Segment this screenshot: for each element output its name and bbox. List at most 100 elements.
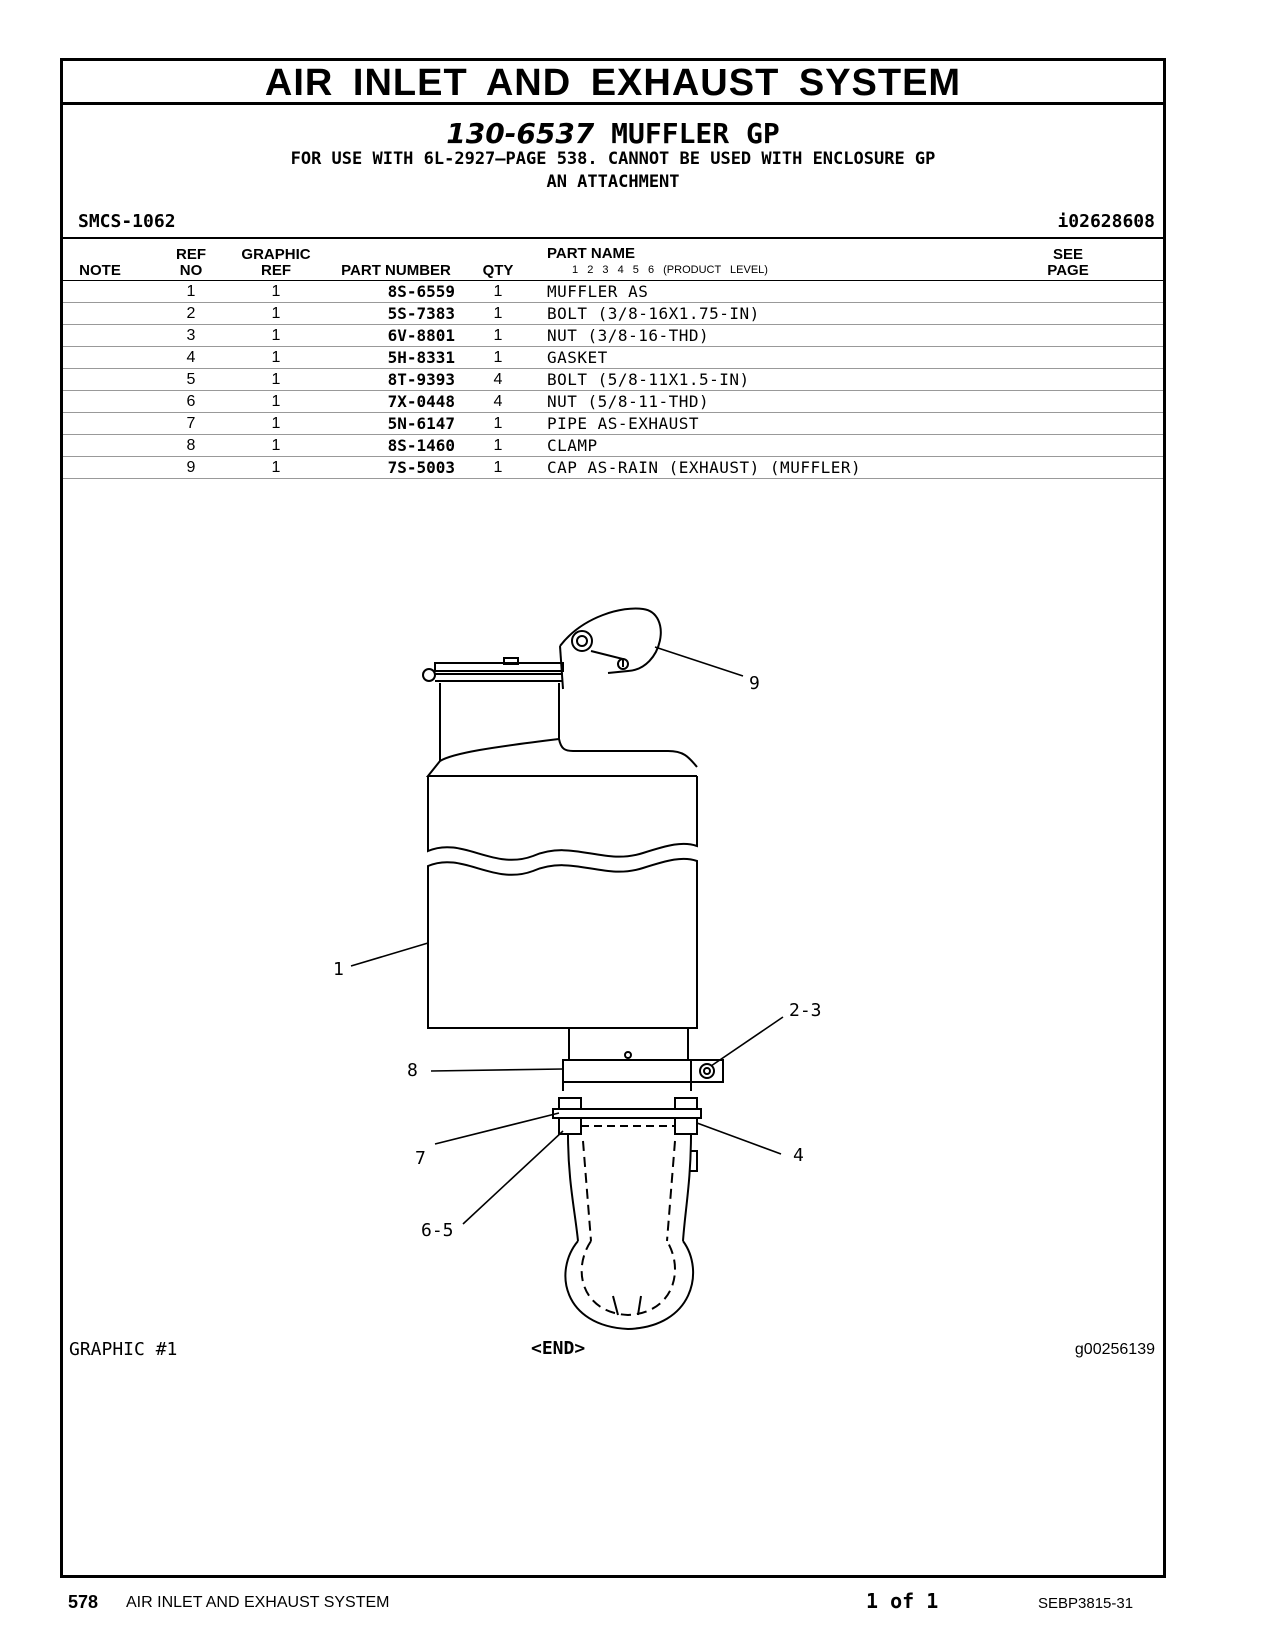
header-qty: QTY	[482, 262, 514, 279]
group-part-number: 130-6537	[446, 117, 595, 150]
row-part-number: 5S-7383	[387, 304, 455, 323]
row-graphic-ref: 1	[271, 371, 281, 388]
row-qty: 1	[493, 437, 503, 454]
info-id: i02628608	[1057, 211, 1155, 232]
header-ref-no-line2: NO	[179, 262, 203, 279]
product-level-4: 4	[617, 264, 624, 276]
row-qty: 1	[493, 349, 503, 366]
row-graphic-ref: 1	[271, 283, 281, 300]
row-graphic-ref: 1	[271, 349, 281, 366]
row-qty: 1	[493, 283, 503, 300]
product-level-label: (PRODUCT LEVEL)	[663, 264, 768, 276]
row-ref-no: 8	[186, 437, 196, 454]
callout-9: 9	[749, 673, 760, 694]
header-part-name: PART NAME	[547, 245, 636, 262]
row-part-number: 8S-1460	[387, 436, 455, 455]
callout-8: 8	[407, 1060, 418, 1081]
row-ref-no: 6	[186, 393, 196, 410]
row-graphic-ref: 1	[271, 459, 281, 476]
header-see-page-line2: PAGE	[1047, 262, 1089, 279]
product-level-6: 6	[647, 264, 655, 276]
header-part-number: PART NUMBER	[341, 262, 451, 279]
group-name: MUFFLER GP	[611, 117, 780, 150]
row-part-number: 7X-0448	[387, 392, 455, 411]
row-graphic-ref: 1	[271, 437, 281, 454]
clamp-drawing	[562, 1059, 724, 1091]
muffler-neck-drawing	[425, 683, 698, 777]
table-row: 8 1 8S-1460 1 CLAMP	[63, 435, 1163, 457]
row-part-name: GASKET	[547, 348, 608, 367]
header-graphic-ref-line1: GRAPHIC	[241, 246, 311, 263]
row-graphic-ref: 1	[271, 305, 281, 322]
row-ref-no: 2	[186, 305, 196, 322]
smcs-code: SMCS-1062	[78, 211, 176, 232]
row-graphic-ref: 1	[271, 327, 281, 344]
row-graphic-ref: 1	[271, 415, 281, 432]
end-marker: <END>	[531, 1338, 586, 1359]
doc-id: SEBP3815-31	[1038, 1595, 1134, 1612]
leader-lines	[350, 646, 784, 1225]
row-part-name: NUT (3/8-16-THD)	[547, 326, 710, 345]
row-part-number: 6V-8801	[387, 326, 455, 345]
flange-drawing	[552, 1097, 702, 1135]
row-ref-no: 4	[186, 349, 196, 366]
header-see-page: SEE PAGE	[1033, 247, 1103, 279]
table-row: 4 1 5H-8331 1 GASKET	[63, 347, 1163, 369]
row-qty: 4	[493, 371, 503, 388]
row-ref-no: 7	[186, 415, 196, 432]
header-ref-no: REF NO	[163, 247, 219, 279]
muffler-outlet-drawing	[568, 1028, 689, 1061]
muffler-body-drawing	[427, 776, 698, 1029]
page-of: 1 of 1	[866, 1589, 939, 1613]
section-title: AIR INLET AND EXHAUST SYSTEM	[63, 61, 1163, 105]
row-part-name: CAP AS-RAIN (EXHAUST) (MUFFLER)	[547, 458, 862, 477]
row-part-name: BOLT (5/8-11X1.5-IN)	[547, 370, 750, 389]
product-level-1: 1	[572, 264, 579, 276]
header-see-page-line1: SEE	[1052, 246, 1083, 263]
row-qty: 1	[493, 459, 503, 476]
header-rule	[63, 280, 1163, 281]
product-level-5: 5	[632, 264, 639, 276]
row-ref-no: 3	[186, 327, 196, 344]
table-top-rule	[63, 237, 1163, 239]
row-part-number: 5H-8331	[387, 348, 455, 367]
product-level-3: 3	[602, 264, 609, 276]
row-part-number: 8S-6559	[387, 282, 455, 301]
row-qty: 1	[493, 327, 503, 344]
rain-cap-drawing	[422, 607, 662, 690]
row-part-number: 8T-9393	[387, 370, 455, 389]
row-part-number: 7S-5003	[387, 458, 455, 477]
table-row: 2 1 5S-7383 1 BOLT (3/8-16X1.75-IN)	[63, 303, 1163, 325]
product-level-2: 2	[587, 264, 594, 276]
header-graphic-ref: GRAPHIC REF	[226, 247, 326, 279]
callout-2-3: 2-3	[789, 1000, 822, 1021]
graphic-label: GRAPHIC #1	[69, 1339, 178, 1360]
callout-7: 7	[415, 1148, 426, 1169]
group-note-line-1: FOR USE WITH 6L-2927—PAGE 538. CANNOT BE…	[290, 149, 936, 169]
table-row: 9 1 7S-5003 1 CAP AS-RAIN (EXHAUST) (MUF…	[63, 457, 1163, 479]
callout-6-5: 6-5	[421, 1220, 454, 1241]
row-part-name: BOLT (3/8-16X1.75-IN)	[547, 304, 760, 323]
page-number: 578	[68, 1592, 99, 1612]
row-ref-no: 9	[186, 459, 196, 476]
exhaust-pipe-drawing	[564, 1133, 698, 1331]
row-qty: 1	[493, 415, 503, 432]
graphic-id: g00256139	[1074, 1341, 1155, 1358]
callout-4: 4	[793, 1145, 804, 1166]
table-row: 3 1 6V-8801 1 NUT (3/8-16-THD)	[63, 325, 1163, 347]
header-product-level: 1 2 3 4 5 6 (PRODUCT LEVEL)	[572, 264, 768, 276]
row-part-name: MUFFLER AS	[547, 282, 649, 301]
header-note: NOTE	[79, 262, 121, 279]
row-part-number: 5N-6147	[387, 414, 455, 433]
table-row: 6 1 7X-0448 4 NUT (5/8-11-THD)	[63, 391, 1163, 413]
row-graphic-ref: 1	[271, 393, 281, 410]
table-row: 5 1 8T-9393 4 BOLT (5/8-11X1.5-IN)	[63, 369, 1163, 391]
page-frame: AIR INLET AND EXHAUST SYSTEM 130-6537 MU…	[60, 58, 1166, 1578]
footer-section: AIR INLET AND EXHAUST SYSTEM	[126, 1594, 390, 1611]
callout-1: 1	[333, 959, 344, 980]
row-ref-no: 1	[186, 283, 196, 300]
header-graphic-ref-line2: REF	[261, 262, 291, 279]
row-part-name: CLAMP	[547, 436, 598, 455]
row-part-name: PIPE AS-EXHAUST	[547, 414, 699, 433]
row-qty: 1	[493, 305, 503, 322]
